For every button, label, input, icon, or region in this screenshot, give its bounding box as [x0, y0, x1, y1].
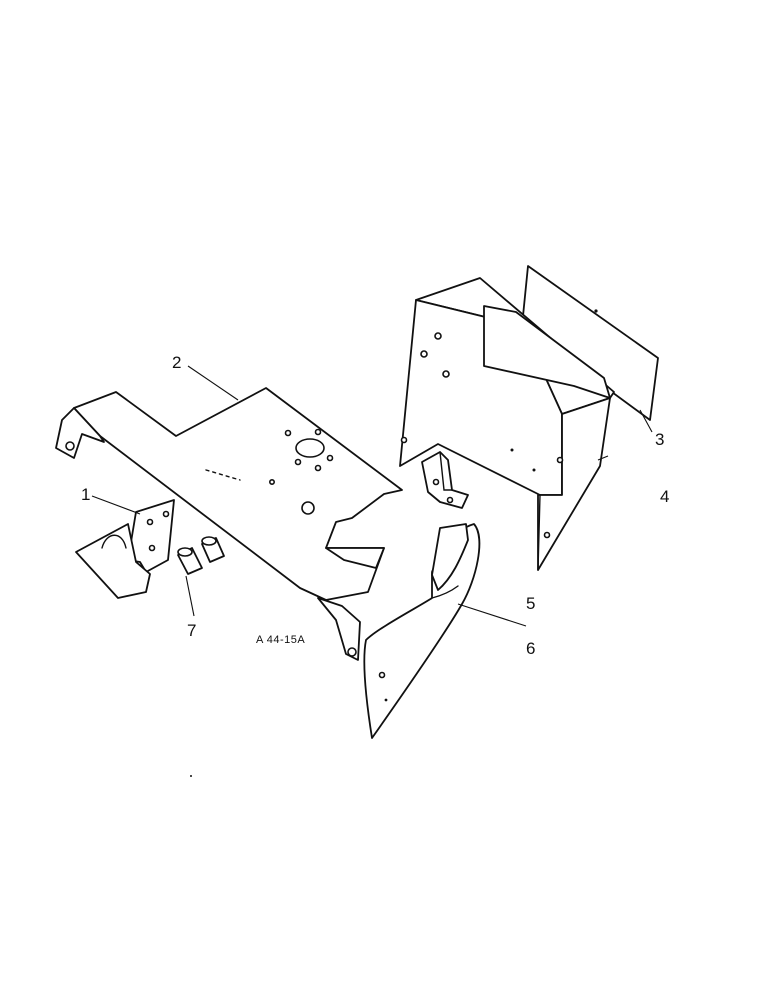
callout-3: 3 [655, 430, 664, 449]
part-4-housing [399, 277, 615, 571]
callout-6: 6 [526, 639, 535, 658]
callout-2: 2 [172, 353, 181, 372]
callout-1: 1 [81, 485, 90, 504]
callout-4: 4 [660, 487, 669, 506]
callout-5: 5 [526, 594, 535, 613]
part-6-curved-shield [363, 523, 481, 739]
part-7-spacers [177, 536, 225, 575]
drawing-code: A 44-15A [256, 634, 305, 646]
part-3-rear-panel [521, 265, 659, 421]
part-1-tab-bracket [75, 499, 175, 599]
callout-7: 7 [187, 621, 196, 640]
stray-mark [190, 775, 192, 777]
part-2-mounting-plate [55, 387, 403, 661]
part-5-bracket [421, 451, 469, 509]
leader-lines [91, 365, 653, 627]
callout-labels: 1 2 3 4 5 6 7 A 44-15A [81, 353, 669, 658]
